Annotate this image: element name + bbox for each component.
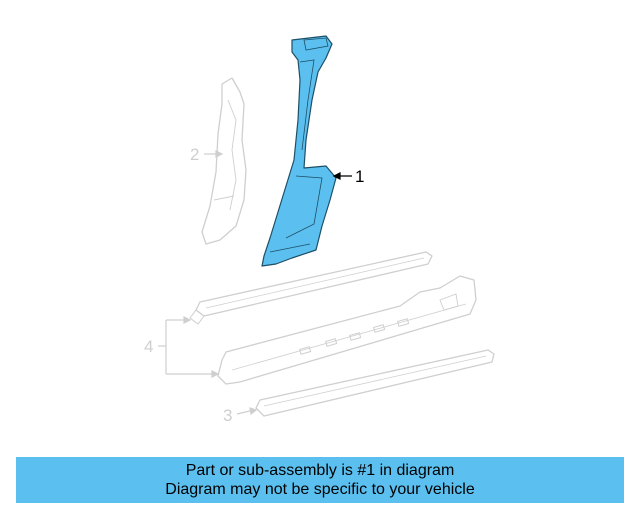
part-3-rocker-molding[interactable] <box>255 349 495 417</box>
leader-4-bracket <box>158 319 214 375</box>
part-4-upper-rail[interactable] <box>189 251 433 325</box>
banner-line-1: Part or sub-assembly is #1 in diagram <box>185 462 455 479</box>
leader-4-arrow-upper <box>183 316 192 324</box>
leader-1-arrow <box>332 172 341 180</box>
banner-line-2: Diagram may not be specific to your vehi… <box>165 481 475 498</box>
callout-3: 3 <box>223 406 232 425</box>
leader-lines <box>158 150 352 416</box>
leader-2-arrow <box>215 150 224 158</box>
part-4-lower-rocker[interactable] <box>217 275 477 385</box>
part-1-pillar[interactable] <box>261 35 337 267</box>
callout-2: 2 <box>190 145 199 164</box>
part-info-banner: Part or sub-assembly is #1 in diagram Di… <box>16 457 624 503</box>
leader-3-arrow <box>249 407 258 416</box>
parts-diagram: 1 2 3 4 <box>144 35 495 425</box>
leader-4-arrow-lower <box>211 370 220 378</box>
callout-4: 4 <box>144 337 153 356</box>
callout-1: 1 <box>355 167 364 186</box>
part-2-inner-pillar[interactable] <box>201 77 247 245</box>
